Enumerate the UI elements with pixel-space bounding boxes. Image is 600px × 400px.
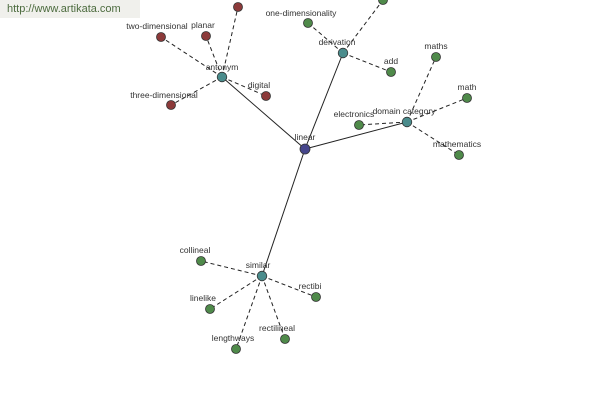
edge-rectibi xyxy=(261,275,317,298)
edge-antonym xyxy=(221,76,306,150)
label-mathematics[interactable]: mathematics xyxy=(433,139,481,149)
label-digital[interactable]: digital xyxy=(248,80,270,90)
edge-add xyxy=(342,52,392,73)
label-antonym[interactable]: antonym xyxy=(206,62,239,72)
node-rectilineal[interactable] xyxy=(280,334,290,344)
node-lengthways[interactable] xyxy=(231,344,241,354)
node-ant-top[interactable] xyxy=(233,2,243,12)
label-derivation[interactable]: derivation xyxy=(319,37,356,47)
edge-electronics xyxy=(358,121,408,126)
label-domain[interactable]: domain category xyxy=(373,106,437,116)
label-linelike[interactable]: linelike xyxy=(190,293,216,303)
node-linelike[interactable] xyxy=(205,304,215,314)
node-linear[interactable] xyxy=(299,143,311,155)
edge-collineal xyxy=(200,260,263,277)
node-planar[interactable] xyxy=(201,31,211,41)
node-derivation[interactable] xyxy=(337,47,349,59)
node-similar[interactable] xyxy=(256,270,268,282)
node-domain[interactable] xyxy=(401,116,413,128)
label-lengthways[interactable]: lengthways xyxy=(212,333,255,343)
node-rectibi[interactable] xyxy=(311,292,321,302)
node-antonym[interactable] xyxy=(216,71,228,83)
label-math[interactable]: math xyxy=(458,82,477,92)
label-collineal[interactable]: collineal xyxy=(180,245,211,255)
edge-similar xyxy=(261,148,306,277)
edge-maths xyxy=(406,56,437,123)
edge-mathematics xyxy=(406,121,460,156)
label-rectilineal[interactable]: rectilineal xyxy=(259,323,295,333)
node-math[interactable] xyxy=(462,93,472,103)
node-collineal[interactable] xyxy=(196,256,206,266)
edge-three-dimensional xyxy=(170,76,223,106)
graph-nodes xyxy=(156,0,472,354)
node-one-dimensionality[interactable] xyxy=(303,18,313,28)
label-one-dimensionality[interactable]: one-dimensionality xyxy=(266,8,338,18)
edge-one-dimensionality xyxy=(307,22,344,54)
label-linear[interactable]: linear xyxy=(295,132,316,142)
edge-derivation xyxy=(304,52,344,150)
label-three-dimensional[interactable]: three-dimensional xyxy=(130,90,198,100)
source-url-banner[interactable]: http://www.artikata.com xyxy=(0,0,140,18)
edge-lengthways xyxy=(235,275,263,350)
edge-math xyxy=(406,97,468,123)
edge-domain xyxy=(304,121,408,150)
label-two-dimensional[interactable]: two-dimensional xyxy=(126,21,188,31)
edge-two-dimensional xyxy=(160,36,223,78)
label-similar[interactable]: similar xyxy=(246,260,271,270)
edge-ant-top xyxy=(221,6,239,78)
node-maths[interactable] xyxy=(431,52,441,62)
label-planar[interactable]: planar xyxy=(191,20,215,30)
graph-edges xyxy=(160,0,468,350)
edge-digital xyxy=(221,76,267,97)
node-der-top[interactable] xyxy=(378,0,388,5)
edge-linelike xyxy=(209,275,263,310)
label-add[interactable]: add xyxy=(384,56,398,66)
node-add[interactable] xyxy=(386,67,396,77)
label-maths[interactable]: maths xyxy=(424,41,447,51)
edge-planar xyxy=(205,35,223,78)
node-two-dimensional[interactable] xyxy=(156,32,166,42)
label-electronics[interactable]: electronics xyxy=(334,109,375,119)
label-rectibi[interactable]: rectibi xyxy=(299,281,322,291)
node-mathematics[interactable] xyxy=(454,150,464,160)
node-electronics[interactable] xyxy=(354,120,364,130)
node-three-dimensional[interactable] xyxy=(166,100,176,110)
node-digital[interactable] xyxy=(261,91,271,101)
